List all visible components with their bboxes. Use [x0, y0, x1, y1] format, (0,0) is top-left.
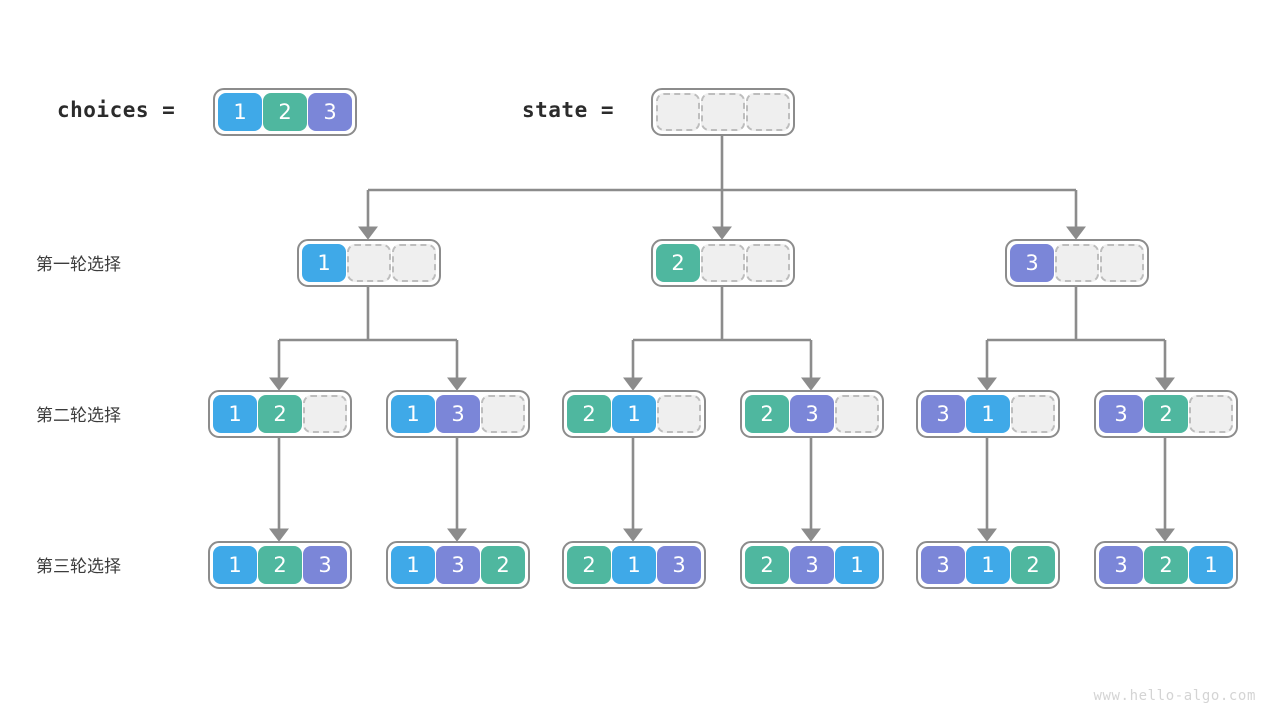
level2-node-2-cell-3-empty: [481, 395, 525, 433]
level2-node-6-cell-3-empty: [1189, 395, 1233, 433]
level3-node-6-cell-1-value-3: 3: [1099, 546, 1143, 584]
level2-node-6-cell-1-value-3: 3: [1099, 395, 1143, 433]
state-cell-3-empty: [746, 93, 790, 131]
level2-node-4-cell-1-value-2: 2: [745, 395, 789, 433]
level2-node-5-cell-1-value-3: 3: [921, 395, 965, 433]
level3-node-6-cell-3-value-1: 1: [1189, 546, 1233, 584]
level1-node-3-cell-2-empty: [1055, 244, 1099, 282]
level2-node-4-cell-2-value-3: 3: [790, 395, 834, 433]
choices-cell-2-value-2: 2: [263, 93, 307, 131]
level3-node-3-cell-3-value-3: 3: [657, 546, 701, 584]
level1-node-1-cell-3-empty: [392, 244, 436, 282]
level2-node-1-cell-1-value-1: 1: [213, 395, 257, 433]
level3-node-3-cell-2-value-1: 1: [612, 546, 656, 584]
level2-node-3-cell-1-value-2: 2: [567, 395, 611, 433]
level2-node-2-cell-2-value-3: 3: [436, 395, 480, 433]
choices-cell-1-value-1: 1: [218, 93, 262, 131]
choices-cell-3-value-3: 3: [308, 93, 352, 131]
row-label-round-1: 第一轮选择: [36, 255, 121, 275]
level1-node-2: 2: [651, 239, 795, 287]
state-cell-2-empty: [701, 93, 745, 131]
level3-node-2-cell-1-value-1: 1: [391, 546, 435, 584]
state-array: [651, 88, 795, 136]
row-label-round-3: 第三轮选择: [36, 557, 121, 577]
level2-node-5-cell-2-value-1: 1: [966, 395, 1010, 433]
choices-label: choices =: [57, 98, 176, 122]
level2-node-3-cell-2-value-1: 1: [612, 395, 656, 433]
level2-node-6-cell-2-value-2: 2: [1144, 395, 1188, 433]
watermark: www.hello-algo.com: [1093, 688, 1256, 704]
state-cell-1-empty: [656, 93, 700, 131]
level1-node-3-cell-1-value-3: 3: [1010, 244, 1054, 282]
level1-node-2-cell-3-empty: [746, 244, 790, 282]
level1-node-3: 3: [1005, 239, 1149, 287]
level1-node-1-cell-2-empty: [347, 244, 391, 282]
level1-node-3-cell-3-empty: [1100, 244, 1144, 282]
level3-node-5-cell-2-value-1: 1: [966, 546, 1010, 584]
level3-node-3-cell-1-value-2: 2: [567, 546, 611, 584]
row-label-round-2: 第二轮选择: [36, 406, 121, 426]
level1-node-2-cell-1-value-2: 2: [656, 244, 700, 282]
level2-node-3-cell-3-empty: [657, 395, 701, 433]
level1-node-2-cell-2-empty: [701, 244, 745, 282]
level3-node-4-cell-1-value-2: 2: [745, 546, 789, 584]
level3-node-1-cell-1-value-1: 1: [213, 546, 257, 584]
level3-node-1-cell-3-value-3: 3: [303, 546, 347, 584]
level1-node-1-cell-1-value-1: 1: [302, 244, 346, 282]
level3-node-5-cell-1-value-3: 3: [921, 546, 965, 584]
level3-node-4-cell-3-value-1: 1: [835, 546, 879, 584]
level3-node-5-cell-3-value-2: 2: [1011, 546, 1055, 584]
level3-node-4-cell-2-value-3: 3: [790, 546, 834, 584]
level3-node-2-cell-3-value-2: 2: [481, 546, 525, 584]
level3-node-6-cell-2-value-2: 2: [1144, 546, 1188, 584]
level2-node-1-cell-2-value-2: 2: [258, 395, 302, 433]
level3-node-1-cell-2-value-2: 2: [258, 546, 302, 584]
level1-node-1: 1: [297, 239, 441, 287]
level3-node-2-cell-2-value-3: 3: [436, 546, 480, 584]
state-label: state =: [522, 98, 615, 122]
level2-node-2-cell-1-value-1: 1: [391, 395, 435, 433]
level2-node-5-cell-3-empty: [1011, 395, 1055, 433]
level2-node-1-cell-3-empty: [303, 395, 347, 433]
level2-node-4-cell-3-empty: [835, 395, 879, 433]
